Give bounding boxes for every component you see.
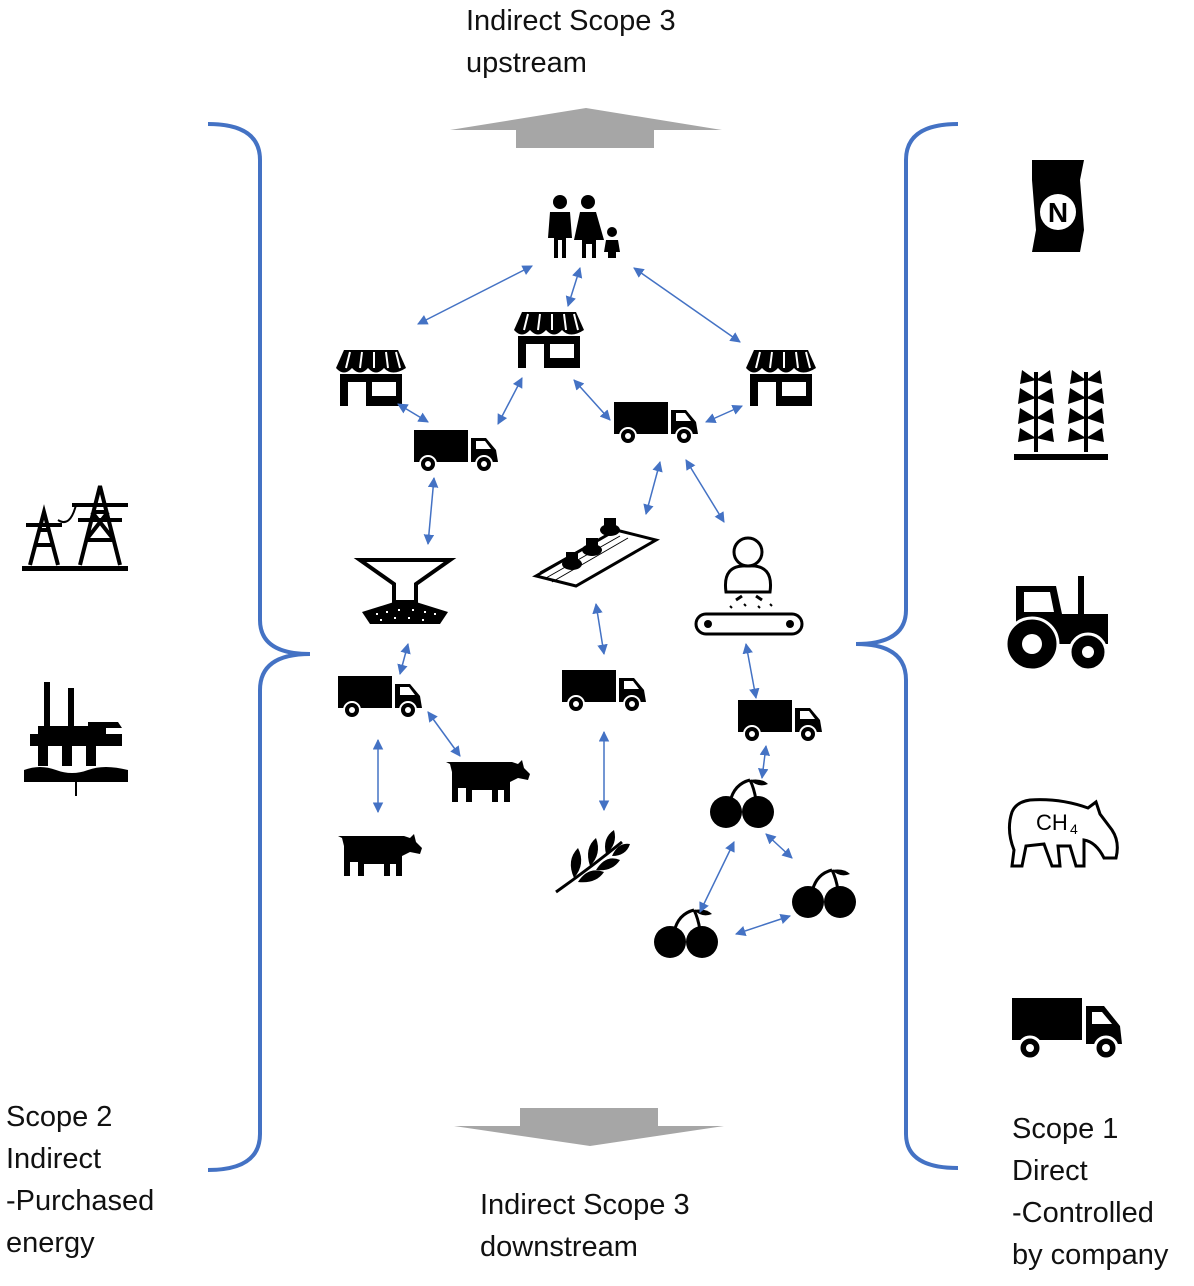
delivery-truck-icon [561, 669, 647, 713]
flow-arrow [765, 833, 793, 859]
flow-arrow [643, 460, 663, 516]
flow-arrow [633, 267, 741, 343]
scope3-upstream-label: Indirect Scope 3 upstream [466, 0, 676, 84]
scope1-line4: by company [1012, 1239, 1169, 1271]
shop-icon [745, 349, 817, 407]
flow-arrows [372, 265, 793, 936]
scope2-line3: -Purchased [6, 1185, 155, 1217]
scope2-line1: Scope 2 [6, 1101, 113, 1133]
flow-arrow [397, 403, 429, 423]
family-consumer-icon [548, 195, 620, 258]
scope1-line1: Scope 1 [1012, 1113, 1119, 1145]
flow-arrow [685, 459, 725, 523]
tractor-icon [1004, 576, 1108, 672]
wheat-sprig-icon [555, 830, 630, 894]
flow-arrow [423, 476, 439, 546]
delivery-truck-icon [337, 675, 423, 719]
fertilizer-letter: N [1048, 197, 1068, 228]
scope3-downstream-label: Indirect Scope 3 downstream [480, 1184, 690, 1268]
flow-arrow [573, 379, 611, 421]
scope3-downstream-line2: downstream [480, 1231, 638, 1263]
factory-worker-icon [694, 536, 804, 636]
food-conveyor-icon [532, 518, 660, 588]
cherry-icon [652, 908, 720, 960]
methane-cow-icon: CH 4 [1007, 798, 1119, 868]
delivery-truck-icon [737, 699, 823, 743]
flow-arrow [592, 602, 608, 656]
flow-arrow [735, 914, 791, 936]
scope3-downstream-line1: Indirect Scope 3 [480, 1189, 690, 1221]
scope2-line2: Indirect [6, 1143, 102, 1175]
cherry-icon [708, 778, 776, 830]
delivery-truck-icon [413, 429, 499, 473]
scope1-label: Scope 1 Direct -Controlled by company [1012, 1108, 1168, 1276]
flow-arrow [565, 266, 583, 308]
fertilizer-bag-icon: N [1032, 160, 1084, 252]
wheat-crop-icon [1014, 370, 1108, 460]
flow-arrow [699, 841, 735, 913]
offshore-oil-rig-icon [24, 682, 128, 796]
shop-icon [335, 349, 407, 407]
scope2-label: Scope 2 Indirect -Purchased energy [6, 1096, 154, 1264]
scope3-upstream-line1: Indirect Scope 3 [466, 5, 676, 37]
methane-formula: CH [1036, 810, 1068, 835]
right-bracket [855, 122, 959, 1170]
flow-arrow [397, 642, 411, 676]
scope3-upstream-line2: upstream [466, 47, 587, 79]
cow-icon [338, 834, 422, 876]
delivery-truck-icon [613, 401, 699, 445]
delivery-truck-icon [1012, 998, 1122, 1061]
scope1-line2: Direct [1012, 1155, 1088, 1187]
scope3-downstream-arrow [454, 1108, 724, 1146]
left-bracket [207, 122, 311, 1172]
flow-arrow [757, 744, 771, 780]
flour-mill-icon [353, 558, 457, 624]
shop-icon [513, 311, 585, 369]
power-transmission-tower-icon [22, 485, 128, 571]
scope1-line3: -Controlled [1012, 1197, 1154, 1229]
cherry-icon [790, 868, 858, 920]
cow-icon [446, 760, 530, 802]
flow-arrow [417, 265, 533, 325]
scope2-line4: energy [6, 1227, 95, 1259]
scope3-upstream-arrow [450, 108, 722, 148]
methane-subscript: 4 [1070, 821, 1078, 837]
flow-arrow [705, 405, 743, 423]
flow-arrow [427, 711, 461, 757]
flow-arrow [497, 377, 523, 425]
flow-arrow [742, 642, 760, 700]
